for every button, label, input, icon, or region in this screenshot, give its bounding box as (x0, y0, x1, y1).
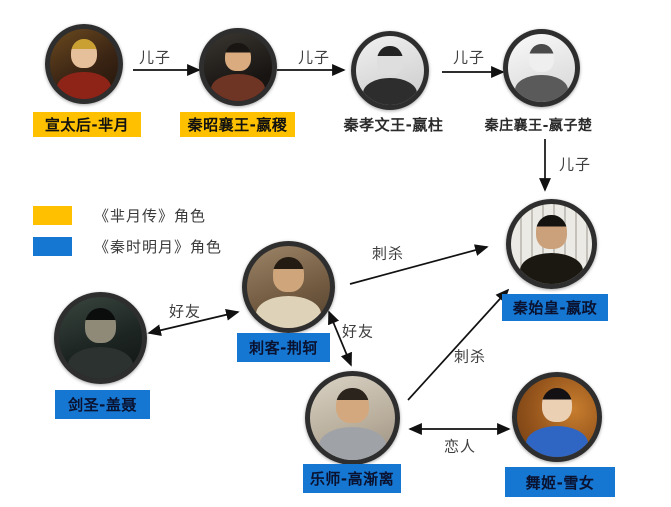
edge-label-erzi-3: 儿子 (452, 48, 486, 67)
portrait-jingke (242, 241, 335, 333)
edge-label-haoyou-1: 好友 (168, 302, 202, 321)
edge-label-cisha-1: 刺杀 (371, 244, 405, 263)
arrow-jingke-qinshihuang (349, 244, 489, 285)
edge-label-haoyou-2: 好友 (341, 322, 375, 341)
node-label-gainie: 剑圣-盖聂 (55, 390, 150, 419)
portrait-xuantaihou-miyue (45, 24, 123, 104)
legend-item-miyuezhuan: 《芈月传》角色 (33, 205, 222, 225)
node-label-qinzhaoxiangwang: 秦昭襄王-嬴稷 (180, 112, 295, 137)
edge-label-erzi-1: 儿子 (138, 48, 172, 67)
portrait-qinzhaoxiangwang (199, 28, 277, 106)
edge-label-erzi-2: 儿子 (297, 48, 331, 67)
node-label-qinzhuangxiangwang: 秦庄襄王-嬴子楚 (484, 117, 593, 134)
node-label-gaojianli: 乐师-高渐离 (303, 464, 401, 493)
node-label-xuenv: 舞姬-雪女 (505, 467, 615, 497)
portrait-qinshihuang (506, 199, 597, 289)
edge-label-lianren: 恋人 (443, 437, 477, 456)
legend-label-qinshimingyue: 《秦时明月》角色 (94, 237, 223, 256)
legend-label-miyuezhuan: 《芈月传》角色 (94, 206, 207, 225)
legend-swatch-yellow (33, 205, 72, 225)
legend: 《芈月传》角色 《秦时明月》角色 (33, 205, 222, 267)
portrait-xuenv (512, 372, 602, 462)
legend-swatch-blue (33, 236, 72, 256)
portrait-gainie (54, 292, 147, 384)
node-label-xuantaihou-miyue: 宣太后-芈月 (33, 112, 141, 137)
node-label-jingke: 刺客-荆轲 (237, 333, 330, 362)
edge-label-erzi-4: 儿子 (558, 155, 592, 174)
portrait-qinzhuangxiangwang (503, 29, 580, 107)
legend-item-qinshimingyue: 《秦时明月》角色 (33, 236, 222, 256)
portrait-qinxiaowenwang (351, 31, 429, 110)
node-label-qinshihuang: 秦始皇-嬴政 (502, 294, 608, 321)
node-label-qinxiaowenwang: 秦孝文王-嬴柱 (343, 116, 444, 134)
edge-label-cisha-2: 刺杀 (453, 347, 487, 366)
portrait-gaojianli (305, 371, 400, 465)
